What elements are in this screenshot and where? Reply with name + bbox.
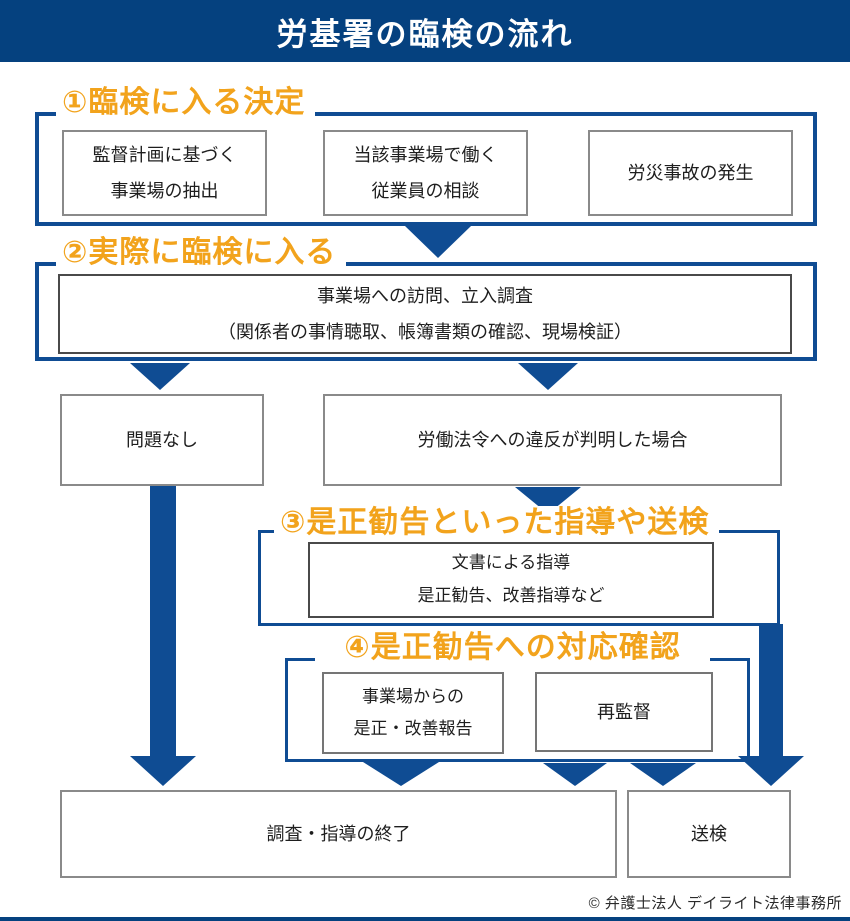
node-text-line: 事業場の抽出 xyxy=(110,180,219,201)
node-text-line: 送検 xyxy=(691,823,727,844)
node-text-line: 調査・指導の終了 xyxy=(266,823,411,844)
node-no-problem: 問題なし xyxy=(60,394,264,486)
node-text-line: 当該事業場で働く xyxy=(353,145,498,166)
node-employee-consultation: 当該事業場で働く 従業員の相談 xyxy=(323,130,528,216)
node-text-line: （関係者の事情聴取、帳簿書類の確認、現場検証） xyxy=(218,322,632,342)
node-text-line: 労災事故の発生 xyxy=(627,162,754,183)
arrow-down-icon xyxy=(518,363,578,390)
node-text-line: 文書による指導 xyxy=(451,553,571,573)
section3-heading: ③是正勧告といった指導や送検 xyxy=(274,506,720,540)
node-text-line: 事業場への訪問、立入調査 xyxy=(317,285,533,306)
section2-heading: ②実際に臨検に入る xyxy=(56,236,347,270)
node-prosecution: 送検 xyxy=(627,790,791,878)
section4-heading: ④是正勧告への対応確認 xyxy=(315,631,710,665)
node-written-guidance: 文書による指導 是正勧告、改善指導など xyxy=(308,542,714,618)
node-text-line: 労働法令への違反が判明した場合 xyxy=(417,429,688,450)
node-text-line: 是正・改善報告 xyxy=(353,718,473,738)
node-supervision-plan: 監督計画に基づく 事業場の抽出 xyxy=(62,130,267,216)
node-re-supervision: 再監督 xyxy=(535,672,713,752)
node-text-line: 是正勧告、改善指導など xyxy=(417,586,605,605)
node-text-line: 問題なし xyxy=(126,429,198,450)
arrow-down-icon xyxy=(130,756,196,786)
node-violation-found: 労働法令への違反が判明した場合 xyxy=(323,394,782,486)
node-site-visit-investigation: 事業場への訪問、立入調査 （関係者の事情聴取、帳簿書類の確認、現場検証） xyxy=(58,274,792,354)
node-correction-report: 事業場からの 是正・改善報告 xyxy=(322,672,504,754)
arrow-down-icon xyxy=(630,763,696,786)
section1-heading: ①臨検に入る決定 xyxy=(56,86,316,120)
bottom-divider xyxy=(0,917,850,921)
arrow-down-icon xyxy=(543,763,607,786)
arrow-down-icon xyxy=(130,363,190,390)
node-text-line: 事業場からの xyxy=(362,686,464,706)
page-title: 労基署の臨検の流れ xyxy=(276,16,574,52)
copyright-notice: © 弁護士法人 デイライト法律事務所 xyxy=(588,895,842,912)
node-investigation-end: 調査・指導の終了 xyxy=(60,790,617,878)
node-industrial-accident: 労災事故の発生 xyxy=(588,130,793,216)
arrow-down-icon xyxy=(363,762,439,786)
node-text-line: 従業員の相談 xyxy=(371,180,480,201)
section1-frame xyxy=(35,112,817,226)
arrow-down-icon xyxy=(405,226,471,258)
arrow-shaft-no-problem xyxy=(150,486,176,756)
node-text-line: 再監督 xyxy=(597,701,651,722)
node-text-line: 監督計画に基づく xyxy=(92,145,237,166)
arrow-down-icon xyxy=(738,756,804,786)
arrow-shaft-prosecution xyxy=(759,624,783,756)
section2-frame xyxy=(35,262,817,361)
title-banner: 労基署の臨検の流れ xyxy=(0,0,850,62)
